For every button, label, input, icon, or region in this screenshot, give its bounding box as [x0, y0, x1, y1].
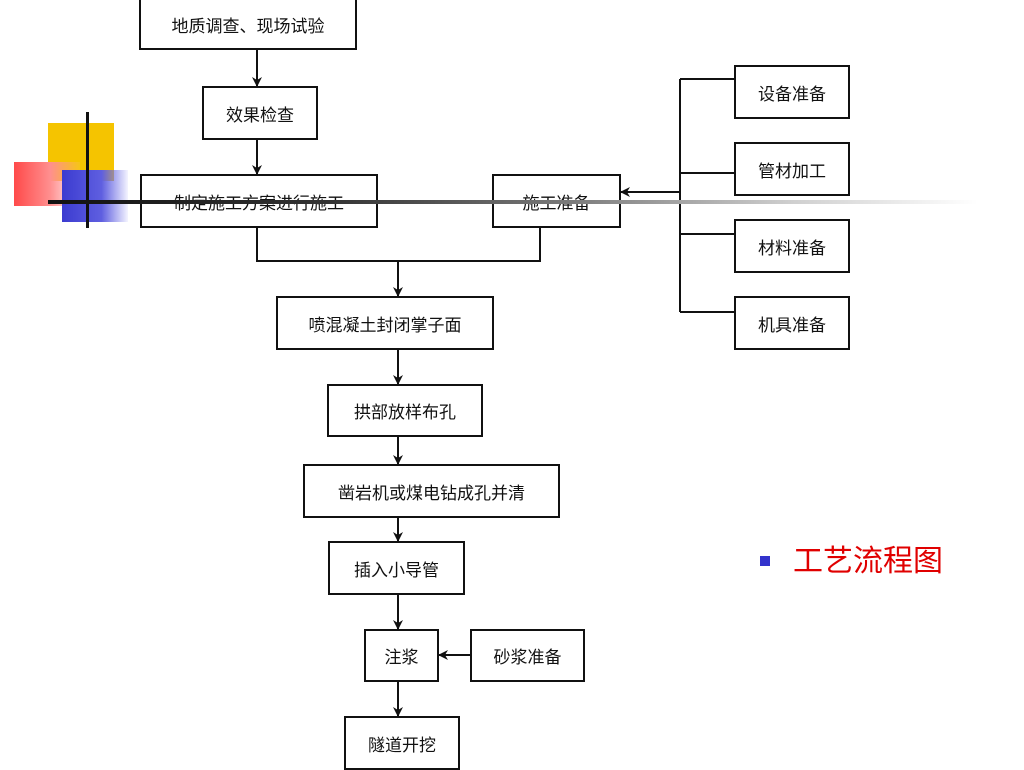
node-equipment-prep-label: 设备准备 — [758, 84, 826, 105]
node-drilling: 凿岩机或煤电钻成孔并清 — [303, 464, 560, 518]
node-mortar-prep-label: 砂浆准备 — [493, 648, 562, 668]
node-drilling-label: 凿岩机或煤电钻成孔并清 — [338, 483, 525, 504]
node-pipe-processing-label: 管材加工 — [758, 161, 826, 182]
slide-title: 工艺流程图 — [793, 544, 943, 579]
node-grouting: 注浆 — [364, 629, 439, 682]
node-arch-layout-label: 拱部放样布孔 — [354, 403, 456, 423]
node-material-prep-label: 材料准备 — [758, 238, 826, 259]
node-effect-check: 效果检查 — [202, 86, 318, 140]
edge-merge — [256, 228, 541, 262]
node-insert-pipe: 插入小导管 — [328, 541, 465, 595]
node-geological-survey-label: 地质调查、现场试验 — [171, 16, 325, 37]
node-tool-prep: 机具准备 — [734, 296, 850, 350]
decor-vertical-rule — [86, 112, 89, 228]
node-geological-survey: 地质调查、现场试验 — [139, 0, 357, 50]
node-arch-layout: 拱部放样布孔 — [327, 384, 483, 437]
node-tunnel-excavation: 隧道开挖 — [344, 716, 460, 770]
node-tool-prep-label: 机具准备 — [758, 315, 826, 336]
node-material-prep: 材料准备 — [734, 219, 850, 273]
bullet-square-icon — [760, 556, 770, 566]
node-grouting-label: 注浆 — [384, 648, 419, 668]
decor-horizontal-rule — [48, 200, 978, 204]
decor-blue-square — [62, 170, 128, 222]
node-pipe-processing: 管材加工 — [734, 142, 850, 196]
node-shotcrete-seal-label: 喷混凝土封闭掌子面 — [308, 315, 462, 336]
node-equipment-prep: 设备准备 — [734, 65, 850, 119]
node-effect-check-label: 效果检查 — [226, 105, 294, 126]
node-insert-pipe-label: 插入小导管 — [354, 560, 439, 581]
node-mortar-prep: 砂浆准备 — [470, 629, 585, 682]
node-shotcrete-seal: 喷混凝土封闭掌子面 — [276, 296, 494, 350]
node-tunnel-excavation-label: 隧道开挖 — [368, 735, 436, 756]
